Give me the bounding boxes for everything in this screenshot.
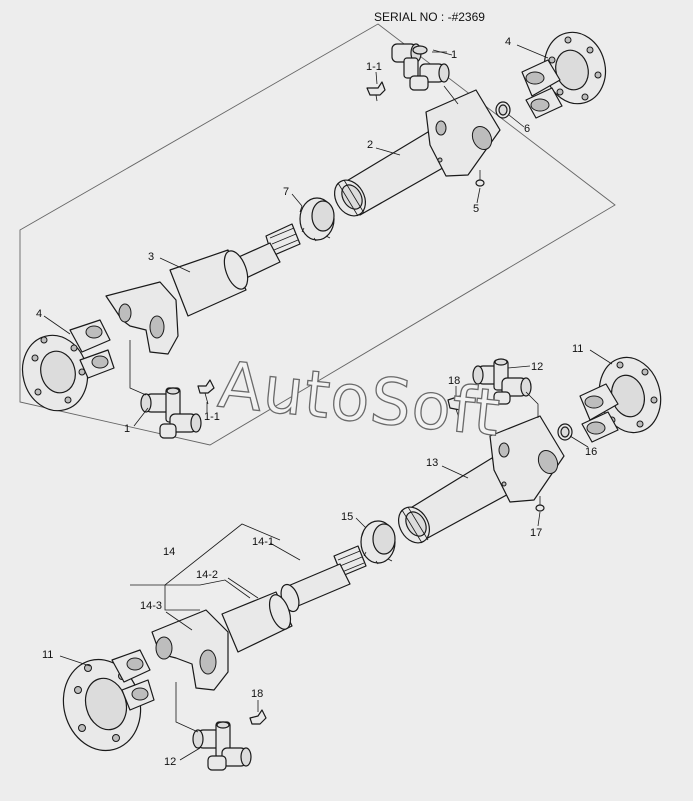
label-part-14-3: 14-3 xyxy=(140,600,162,612)
flange-yoke-4-top xyxy=(521,31,607,119)
label-part-14-2: 14-2 xyxy=(196,569,218,581)
universal-joint-1-left xyxy=(140,387,202,439)
label-part-11-right: 11 xyxy=(572,343,583,355)
label-part-17: 17 xyxy=(530,527,542,539)
label-part-6: 6 xyxy=(524,123,530,135)
label-part-12-bottom: 12 xyxy=(164,756,176,768)
flange-yoke-11-right xyxy=(579,356,662,443)
label-part-11-left: 11 xyxy=(42,649,53,661)
upper-assembly-frame xyxy=(19,23,616,446)
seal-ring-7 xyxy=(299,197,335,242)
serial-number: SERIAL NO : -#2369 xyxy=(374,10,485,24)
seal-ring-15 xyxy=(360,520,396,565)
shaft-yoke-14 xyxy=(151,545,367,691)
grease-nipple-18-top xyxy=(447,395,467,419)
label-part-1-top: 1 xyxy=(451,49,457,61)
grease-nipple-18-bottom xyxy=(249,700,267,725)
flange-yoke-4-left xyxy=(21,319,115,412)
label-part-1-left: 1 xyxy=(124,423,130,435)
label-part-14-1: 14-1 xyxy=(252,536,274,548)
slip-yoke-tube-13 xyxy=(397,415,565,544)
label-part-18-top: 18 xyxy=(448,375,460,387)
label-part-12-top: 12 xyxy=(531,361,543,373)
grease-nipple-1-1-left xyxy=(197,379,215,405)
snap-ring-6 xyxy=(495,101,511,119)
snap-ring-16 xyxy=(557,423,573,441)
label-part-3: 3 xyxy=(148,251,154,263)
grease-fitting-17 xyxy=(535,496,545,512)
lower-leader-lines xyxy=(59,349,613,761)
label-part-4-left: 4 xyxy=(36,308,42,320)
flange-yoke-11-left xyxy=(62,649,155,752)
label-part-4-top: 4 xyxy=(505,36,511,48)
label-part-18-bottom: 18 xyxy=(251,688,263,700)
label-part-14: 14 xyxy=(163,546,175,558)
label-part-2: 2 xyxy=(367,139,373,151)
universal-joint-12-top xyxy=(472,358,532,405)
upper-leader-lines xyxy=(43,44,549,427)
slip-yoke-tube-2 xyxy=(333,89,501,217)
label-part-1-1-left: 1-1 xyxy=(204,411,220,423)
universal-joint-1-top xyxy=(391,43,450,91)
label-part-5: 5 xyxy=(473,203,479,215)
label-part-15: 15 xyxy=(341,511,353,523)
label-part-13: 13 xyxy=(426,457,438,469)
shaft-yoke-3 xyxy=(105,223,301,355)
label-part-7: 7 xyxy=(283,186,289,198)
grease-fitting-5 xyxy=(475,170,485,187)
label-part-16: 16 xyxy=(585,446,597,458)
watermark-text: AutoSoft xyxy=(215,348,504,451)
grease-nipple-1-1-top xyxy=(366,71,386,102)
universal-joint-12-bottom xyxy=(192,721,252,771)
label-part-1-1-top: 1-1 xyxy=(366,61,382,73)
